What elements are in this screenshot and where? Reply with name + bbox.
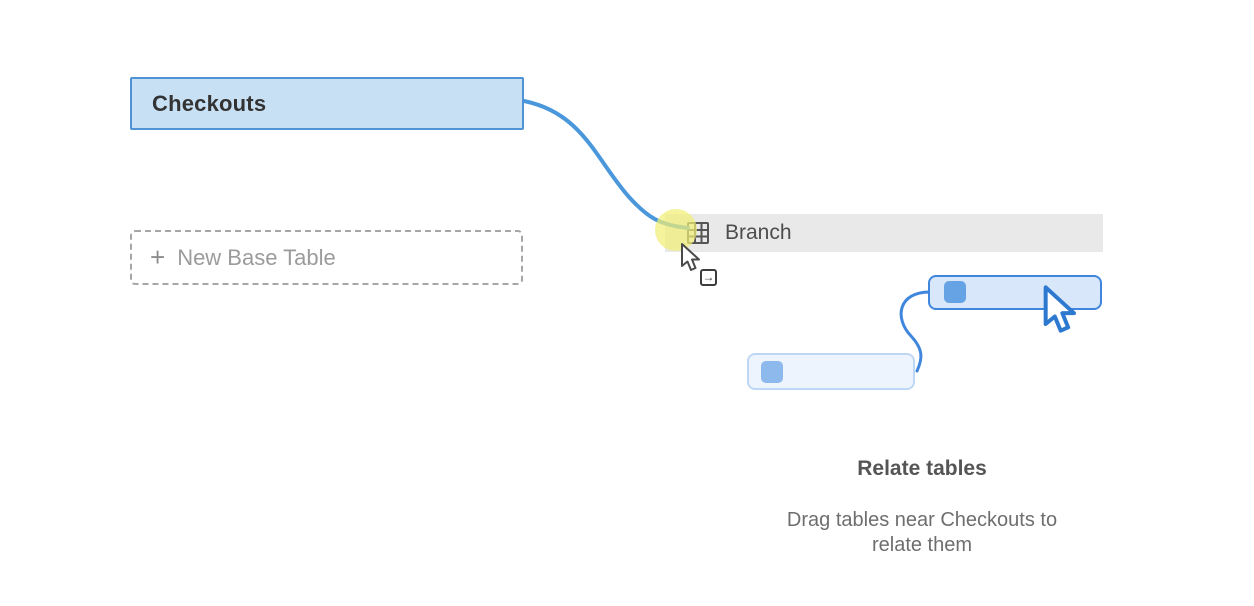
hint-body-line1: Drag tables near Checkouts to <box>786 509 1058 531</box>
hint-body-line2: relate them <box>871 534 973 556</box>
move-arrow-glyph: → <box>702 270 715 284</box>
mini-table-chip <box>761 361 783 383</box>
pointer-cursor-icon <box>1043 285 1076 333</box>
hint-title: Relate tables <box>857 457 987 480</box>
mini-table-back <box>747 353 915 390</box>
relate-tables-hint: Relate tables Drag tables near Checkouts… <box>752 456 1092 558</box>
new-base-table-label: New Base Table <box>177 244 336 270</box>
mini-table-front <box>928 275 1102 310</box>
plus-icon: + <box>150 241 166 272</box>
new-base-table-button[interactable]: + New Base Table <box>130 230 523 285</box>
drag-cursor-icon <box>681 243 700 271</box>
hint-body: Drag tables near Checkouts to relate the… <box>752 508 1092 558</box>
relationship-noodle[interactable] <box>522 99 690 230</box>
mini-table-chip <box>944 281 966 303</box>
checkouts-label: Checkouts <box>152 90 267 116</box>
dragged-table-branch[interactable]: Branch <box>665 214 1103 252</box>
move-drop-icon: → <box>700 269 717 286</box>
table-node-checkouts[interactable]: Checkouts <box>130 77 524 130</box>
dragged-table-label: Branch <box>725 221 792 244</box>
